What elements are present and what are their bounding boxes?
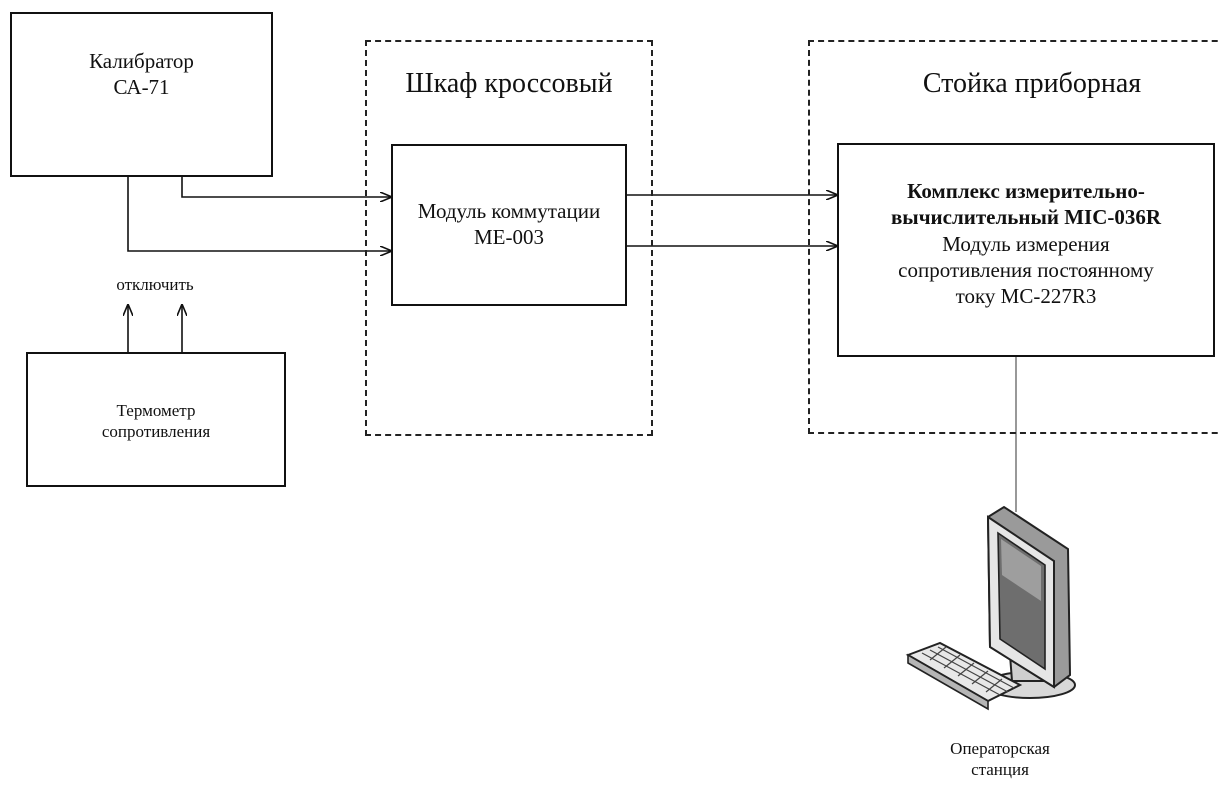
complex-name-line2: вычислительный MIC-036R	[890, 205, 1162, 230]
thermometer-type: сопротивления	[101, 422, 211, 442]
complex-module-line2: сопротивления постоянному	[898, 257, 1154, 282]
calibrator-label: Калибратор СА-71	[10, 48, 273, 101]
computer-icon	[905, 505, 1076, 711]
cross-cabinet-title: Шкаф кроссовый	[405, 68, 613, 99]
calibrator-model: СА-71	[113, 75, 170, 100]
operator-station-line1: Операторская	[950, 739, 1050, 758]
disconnect-label: отключить	[116, 275, 194, 294]
complex-label: Комплекс измерительно- вычислительный MI…	[837, 178, 1215, 309]
instrument-rack-frame	[808, 40, 1221, 434]
calibrator-name: Калибратор	[89, 49, 194, 73]
thermometer-box	[26, 352, 286, 487]
complex-module-line1: Модуль измерения	[942, 231, 1110, 256]
switch-module-label: Модуль коммутации МЕ-003	[391, 198, 627, 251]
wire-calibrator-lower	[127, 175, 391, 251]
thermometer-name: Термометр	[116, 401, 196, 420]
switch-module-box	[391, 144, 627, 306]
operator-station-line2: станция	[971, 760, 1029, 780]
instrument-rack-title: Стойка приборная	[922, 68, 1142, 99]
switch-module-model: МЕ-003	[474, 225, 544, 250]
wire-calibrator-upper	[181, 175, 391, 197]
complex-box	[837, 143, 1215, 357]
operator-station-label: Операторская станция	[900, 738, 1100, 781]
calibrator-box	[10, 12, 273, 177]
complex-module-line3: току MC-227R3	[955, 284, 1097, 308]
switch-module-name: Модуль коммутации	[417, 199, 601, 223]
cross-cabinet-frame	[365, 40, 653, 436]
complex-name-line1: Комплекс измерительно-	[907, 179, 1145, 203]
thermometer-label: Термометр сопротивления	[26, 400, 286, 443]
